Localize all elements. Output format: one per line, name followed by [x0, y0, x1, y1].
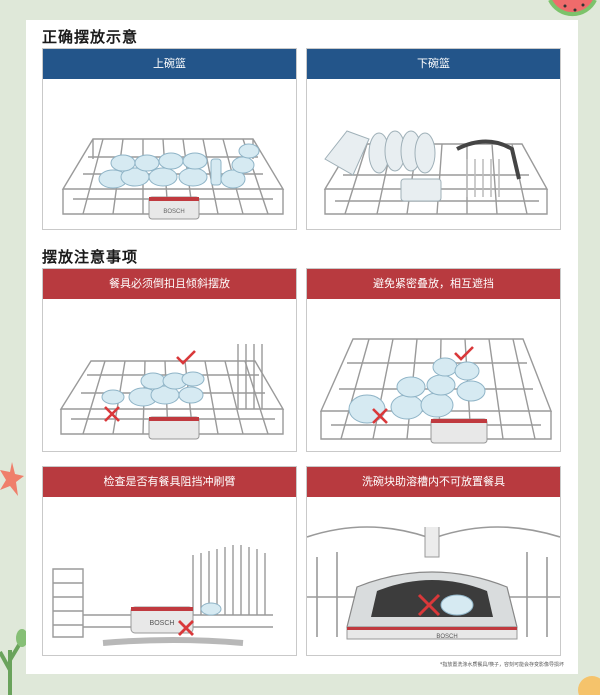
section-title-notes: 摆放注意事项: [42, 248, 139, 266]
cross-mark-icon: [104, 406, 120, 422]
dish-rack-image: BOSCH: [52, 545, 273, 646]
brand-label: BOSCH: [436, 634, 457, 640]
cross-mark-icon: [178, 620, 194, 636]
card-header: 洗碗块助溶槽内不可放置餐具: [307, 467, 560, 497]
cross-mark-icon: [417, 593, 441, 617]
sun-icon: [578, 676, 600, 695]
cross-mark-icon: [372, 408, 388, 424]
check-mark-icon: [176, 350, 196, 365]
spray-arm-illustration: BOSCH: [43, 497, 296, 655]
card-detergent-tray: 洗碗块助溶槽内不可放置餐具 BOSCH: [306, 466, 561, 656]
dish-rack-image: [59, 344, 285, 440]
footnote: *指放置洗涤水质餐具/筷子，容刻可能会存变影像导损坏: [439, 662, 564, 668]
card-lower-basket: 下碗篮: [306, 48, 561, 230]
watermelon-icon: [548, 0, 597, 17]
card-header: 避免紧密叠放，相互遮挡: [307, 269, 560, 299]
dish-rack-image: [319, 338, 553, 444]
dish-rack-image: BOSCH: [307, 526, 560, 640]
stacking-illustration: [307, 299, 560, 451]
brand-label: BOSCH: [163, 209, 184, 215]
tilt-illustration: [43, 299, 296, 451]
lower-basket-illustration: [307, 79, 560, 229]
card-tilt-upside-down: 餐具必须倒扣且倾斜摆放: [42, 268, 297, 452]
upper-basket-illustration: BOSCH: [43, 79, 296, 229]
section-title-correct: 正确摆放示意: [42, 28, 139, 46]
card-header: 下碗篮: [307, 49, 560, 79]
check-mark-icon: [454, 346, 474, 361]
plant-icon: [0, 629, 28, 695]
card-spray-arm-check: 检查是否有餐具阻挡冲刷臂 BOSCH: [42, 466, 297, 656]
dish-rack-image: [323, 130, 549, 215]
instruction-sheet: 正确摆放示意 上碗篮: [26, 20, 578, 674]
starfish-icon: [0, 462, 24, 496]
card-header: 检查是否有餐具阻挡冲刷臂: [43, 467, 296, 497]
card-header: 上碗篮: [43, 49, 296, 79]
card-header: 餐具必须倒扣且倾斜摆放: [43, 269, 296, 299]
dish-rack-image: BOSCH: [61, 138, 285, 220]
card-avoid-stacking: 避免紧密叠放，相互遮挡: [306, 268, 561, 452]
card-upper-basket: 上碗篮: [42, 48, 297, 230]
detergent-tray-illustration: BOSCH: [307, 497, 560, 655]
brand-label: BOSCH: [150, 620, 175, 627]
